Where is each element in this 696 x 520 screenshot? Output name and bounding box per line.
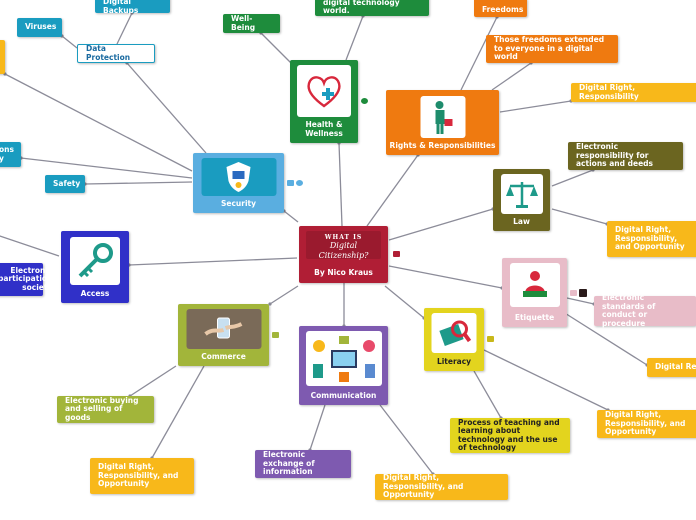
topic-commerce[interactable]: Commerce <box>178 304 269 366</box>
subtopic-cut-teal[interactable]: ons y <box>0 142 21 167</box>
topic-literacy-label: Literacy <box>436 356 472 366</box>
subtopic-cut-yellow[interactable] <box>0 40 5 74</box>
health-heart-icon <box>297 65 351 117</box>
subtopic-electronic-participation[interactable]: Electronic participation society <box>0 263 52 296</box>
communication-devices-icon <box>305 331 382 386</box>
literacy-book-icon <box>431 313 477 353</box>
subtopic-teaching-learning[interactable]: Process of teaching and learning about t… <box>450 418 570 453</box>
etiquette-notes-icon[interactable] <box>570 290 577 296</box>
literacy-notes-icon[interactable] <box>487 336 494 342</box>
subtopic-freedoms-extended[interactable]: Those freedoms extended to everyone in a… <box>486 35 618 63</box>
subtopic-law-digital-right[interactable]: Digital Right, Responsibility, and Oppor… <box>607 221 696 257</box>
topic-health-wellness[interactable]: Health & Wellness <box>290 60 358 143</box>
law-scales-icon <box>500 174 543 214</box>
central-author: By Nico Kraus <box>314 268 373 277</box>
security-link-icon[interactable] <box>296 180 303 186</box>
topic-literacy[interactable]: Literacy <box>424 308 484 371</box>
security-notes-icon[interactable] <box>287 180 294 186</box>
central-topic-digital-citizenship[interactable]: WHAT IS Digital Citizenship? By Nico Kra… <box>299 226 388 283</box>
etiquette-person-icon <box>509 263 560 307</box>
access-key-icon <box>70 237 120 285</box>
subtopic-communication-digital-right[interactable]: Digital Right, Responsibility, and Oppor… <box>375 474 508 500</box>
subtopic-safety[interactable]: Safety <box>45 175 85 193</box>
commerce-notes-icon[interactable] <box>272 332 279 338</box>
rights-person-icon <box>420 96 465 138</box>
subtopic-law-electronic-responsibility[interactable]: Electronic responsibility for actions an… <box>568 142 683 170</box>
subtopic-buying-selling[interactable]: Electronic buying and selling of goods <box>57 396 154 423</box>
subtopic-well-being[interactable]: Well-Being <box>223 14 280 33</box>
health-link-icon[interactable] <box>361 98 368 104</box>
center-notes-icon[interactable] <box>393 251 400 257</box>
topic-etiquette[interactable]: Etiquette <box>502 258 567 327</box>
subtopic-exchange-information[interactable]: Electronic exchange of information <box>255 450 351 478</box>
topic-health-label: Health & Wellness <box>305 120 343 138</box>
subtopic-rights-digital-right[interactable]: Digital Right, Responsibility <box>571 83 696 102</box>
central-title-line2: Digital Citizenship? <box>318 241 369 260</box>
subtopic-digital-backups[interactable]: Digital Backups <box>95 0 170 14</box>
etiquette-image-icon[interactable] <box>579 289 587 297</box>
subtopic-data-protection[interactable]: Data Protection <box>77 44 155 63</box>
topic-rights-responsibilities[interactable]: Rights & Responsibilities <box>386 90 499 155</box>
topic-commerce-label: Commerce <box>201 351 246 361</box>
subtopic-electronic-standards[interactable]: Electronic standards of conduct or proce… <box>594 293 696 327</box>
topic-etiquette-label: Etiquette <box>514 312 555 322</box>
topic-security-label: Security <box>220 198 257 208</box>
topic-access-label: Access <box>80 288 110 298</box>
subtopic-freedoms[interactable]: Freedoms <box>474 0 527 17</box>
subtopic-viruses[interactable]: Viruses <box>17 18 62 37</box>
central-title-image: WHAT IS Digital Citizenship? <box>306 231 381 260</box>
commerce-card-icon <box>186 309 261 349</box>
topic-rights-label: Rights & Responsibilities <box>389 140 496 150</box>
topic-communication-label: Communication <box>310 390 377 400</box>
topic-communication[interactable]: Communication <box>299 326 388 405</box>
topic-law[interactable]: Law <box>493 169 550 231</box>
subtopic-literacy-digital-right[interactable]: Digital Right, Responsibility, and Oppor… <box>597 410 696 438</box>
central-title-line1: WHAT IS <box>324 234 363 241</box>
topic-security[interactable]: Security <box>193 153 284 213</box>
topic-law-label: Law <box>513 216 530 226</box>
subtopic-digital-technology-world[interactable]: digital technology world. <box>315 0 429 16</box>
subtopic-commerce-digital-right[interactable]: Digital Right, Responsibility, and Oppor… <box>90 458 194 494</box>
security-shield-icon <box>201 158 276 196</box>
subtopic-etiquette-digital-right[interactable]: Digital Res <box>647 358 696 377</box>
topic-access[interactable]: Access <box>61 231 129 303</box>
